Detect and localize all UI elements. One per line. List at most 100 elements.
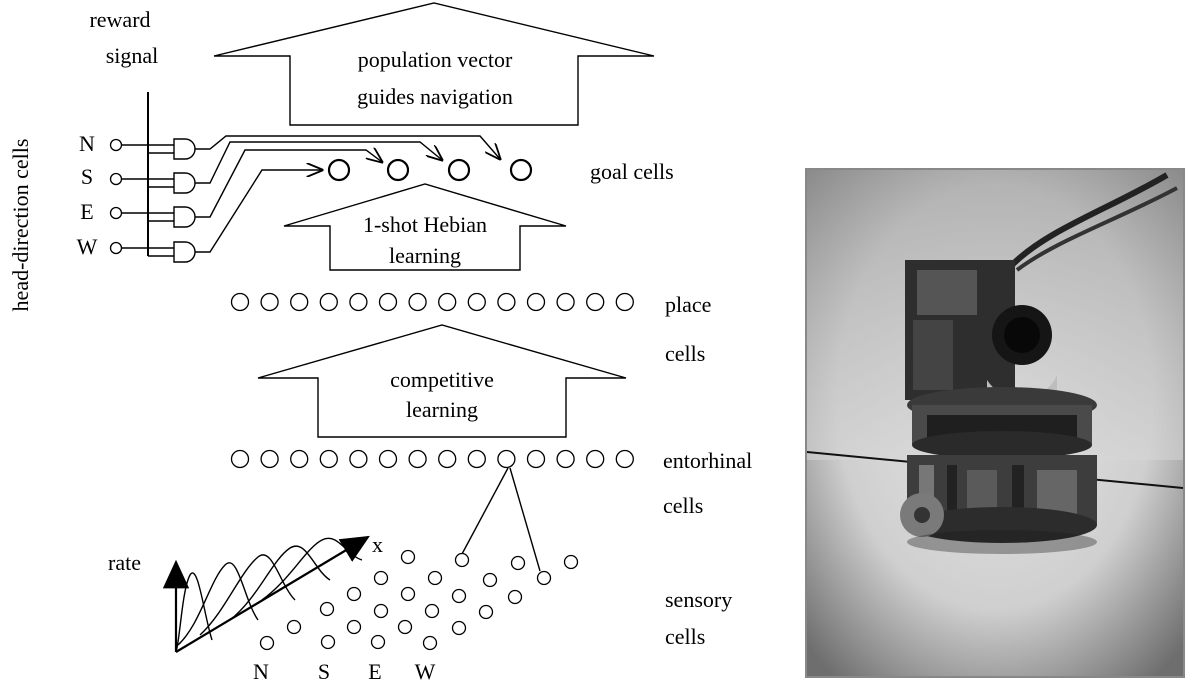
goal-cell (329, 160, 349, 180)
place-cell (468, 294, 485, 311)
entorhinal-cell (320, 451, 337, 468)
and-gate-n (174, 139, 195, 159)
sensory-label-line1: sensory (665, 587, 732, 612)
entorhinal-cell (350, 451, 367, 468)
and-gate-e (174, 207, 195, 227)
sensory-cell (484, 574, 497, 587)
entorhinal-label-line2: cells (663, 493, 703, 518)
entorhinal-cell (439, 451, 456, 468)
hebian-label-line1: 1-shot Hebian (363, 212, 487, 237)
sensory-cell (453, 622, 466, 635)
entorhinal-cell (409, 451, 426, 468)
place-cell (350, 294, 367, 311)
goal-cell (449, 160, 469, 180)
entorhinal-cell (587, 451, 604, 468)
sensory-cell (399, 621, 412, 634)
hd-label-s: S (81, 164, 93, 189)
bottom-label-s: S (318, 659, 330, 684)
sensory-cell (375, 572, 388, 585)
sensory-cell (348, 621, 361, 634)
robot-photo (805, 168, 1185, 678)
place-cell (380, 294, 397, 311)
sensory-cell (321, 603, 334, 616)
sensory-cell (512, 557, 525, 570)
sensory-cell (375, 605, 388, 618)
sensory-cell (565, 556, 578, 569)
entorhinal-cell (232, 451, 249, 468)
population-label-line1: population vector (358, 47, 513, 72)
sensory-cell (538, 572, 551, 585)
goal-cell (511, 160, 531, 180)
hd-cell-w (111, 243, 122, 254)
place-cell (291, 294, 308, 311)
hd-label-e: E (80, 199, 93, 224)
sensory-cells (261, 551, 578, 650)
x-axis-label: x (372, 532, 383, 557)
entorhinal-sensory-link (462, 468, 508, 554)
entorhinal-cell (468, 451, 485, 468)
sensory-cell (429, 572, 442, 585)
hd-cell-s (111, 174, 122, 185)
and-gate-w (174, 242, 195, 262)
place-cells-row (232, 294, 634, 311)
sensory-cell (402, 588, 415, 601)
place-cell (261, 294, 278, 311)
sensory-cell (322, 636, 335, 649)
entorhinal-cells-row (232, 451, 634, 468)
entorhinal-cell (261, 451, 278, 468)
reward-signal-label-line2: signal (106, 43, 159, 68)
hd-label-w: W (77, 234, 98, 259)
place-cell (528, 294, 545, 311)
sensory-cell (480, 606, 493, 619)
bottom-label-n: N (253, 659, 269, 684)
entorhinal-sensory-link (510, 468, 540, 571)
head-direction-cells-label: head-direction cells (8, 139, 33, 312)
entorhinal-cell (498, 451, 515, 468)
goal-cell (388, 160, 408, 180)
competitive-label-line1: competitive (390, 367, 494, 392)
sensory-cell (456, 554, 469, 567)
goal-cells (329, 160, 531, 180)
sensory-cell (288, 621, 301, 634)
place-cells-label-line2: cells (665, 341, 705, 366)
competitive-label-line2: learning (406, 397, 478, 422)
sensory-cell (424, 637, 437, 650)
hd-cell-n (111, 140, 122, 151)
robot-photo-icon (807, 170, 1183, 676)
bottom-label-e: E (368, 659, 381, 684)
entorhinal-label-line1: entorhinal (663, 448, 752, 473)
bottom-label-w: W (415, 659, 436, 684)
place-cell (320, 294, 337, 311)
place-cell (587, 294, 604, 311)
place-cell (616, 294, 633, 311)
place-cell (439, 294, 456, 311)
entorhinal-cell (616, 451, 633, 468)
head-direction-inputs: N S E W (77, 131, 174, 259)
sensory-cell (426, 605, 439, 618)
rate-label: rate (108, 550, 141, 575)
hd-label-n: N (79, 131, 95, 156)
sensory-cell (372, 636, 385, 649)
and-gate-s (174, 173, 195, 193)
place-cell (232, 294, 249, 311)
sensory-label-line2: cells (665, 624, 705, 649)
sensory-cell (348, 588, 361, 601)
and-gates (174, 139, 195, 262)
goal-cells-label: goal cells (590, 159, 674, 184)
x-axis (176, 537, 368, 652)
population-label-line2: guides navigation (357, 84, 513, 109)
hd-cell-e (111, 208, 122, 219)
place-cell (557, 294, 574, 311)
place-cell (498, 294, 515, 311)
place-cells-label-line1: place (665, 292, 711, 317)
sensory-cell (402, 551, 415, 564)
sensory-cell (453, 590, 466, 603)
entorhinal-cell (528, 451, 545, 468)
entorhinal-cell (557, 451, 574, 468)
sensory-cell (261, 637, 274, 650)
entorhinal-cell (380, 451, 397, 468)
hebian-label-line2: learning (389, 243, 461, 268)
entorhinal-cell (291, 451, 308, 468)
reward-signal-label-line1: reward (89, 7, 150, 32)
place-cell (409, 294, 426, 311)
